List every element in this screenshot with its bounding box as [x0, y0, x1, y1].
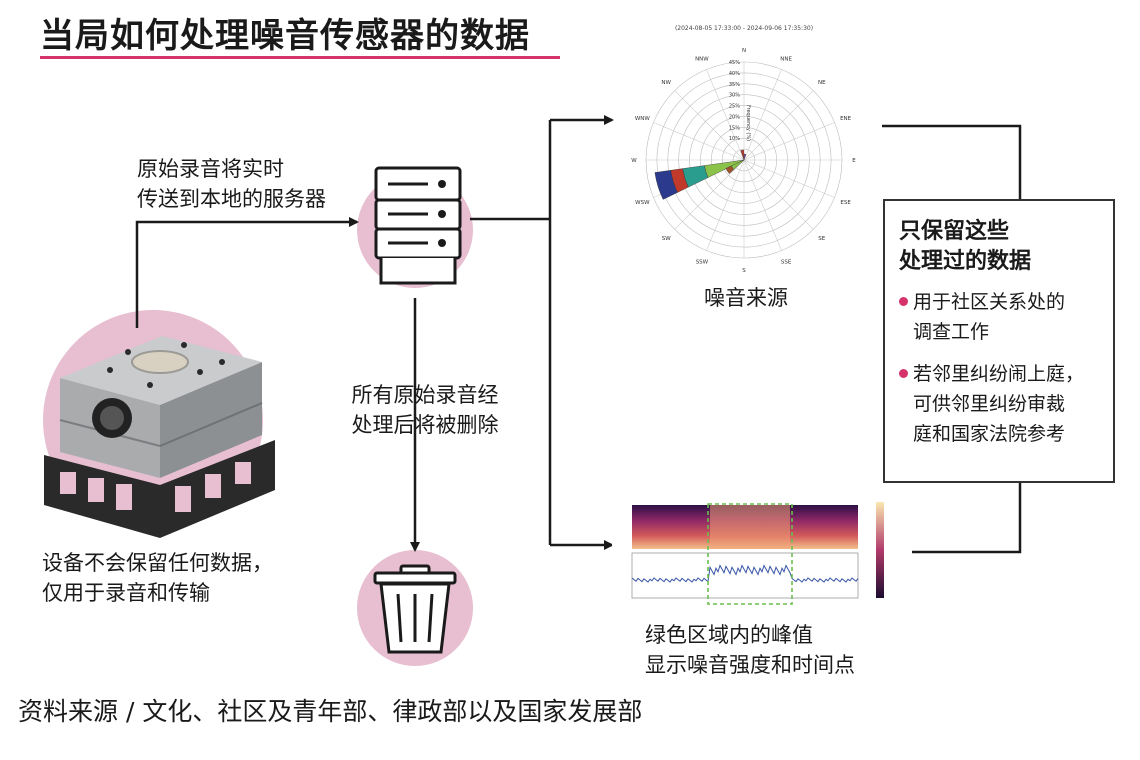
windrose-ring-label: 40% [729, 71, 740, 77]
windrose-direction-label: NNW [695, 56, 709, 62]
windrose-direction-label: S [742, 268, 746, 274]
windrose-direction-label: SSE [781, 260, 792, 266]
trash-icon [373, 564, 457, 654]
windrose-direction-label: E [852, 158, 856, 164]
noise-spectrogram-chart [612, 498, 912, 608]
windrose-ring-label: 10% [729, 136, 740, 142]
green-peak-region [707, 503, 793, 605]
spectrogram-colorbar [876, 502, 884, 598]
server-icon [374, 166, 462, 285]
windrose-spoke [653, 122, 745, 161]
windrose-ring-label: 25% [729, 104, 740, 110]
windrose-spoke [743, 159, 782, 251]
windrose-ring-label: 45% [729, 60, 740, 66]
windrose-spoke [743, 90, 814, 161]
label-device: 设备不会保留任何数据， 仅用于录音和传输 [42, 551, 273, 605]
windrose-date-range: (2024-08-05 17:33:00 - 2024-09-06 17:35:… [675, 25, 813, 32]
retained-data-title: 只保留这些 处理过的数据 [899, 219, 1032, 274]
windrose-direction-label: N [742, 48, 746, 54]
windrose-ring-label: 30% [729, 93, 740, 99]
windrose-ring-label: 20% [729, 114, 740, 120]
windrose-petal [740, 149, 745, 161]
retained-data-box: 只保留这些 处理过的数据 用于社区关系处的 调查工作 若邻里纠纷闹上庭， 可供邻… [883, 199, 1115, 483]
windrose-spoke [743, 159, 835, 198]
sensor-device-image [44, 336, 275, 538]
windrose-spoke [743, 159, 814, 230]
windrose-direction-label: SE [818, 236, 825, 242]
windrose-direction-label: W [631, 158, 637, 164]
noise-source-windrose: (2024-08-05 17:33:00 - 2024-09-06 17:35:… [631, 25, 856, 274]
windrose-spoke [706, 69, 745, 161]
label-realtime: 原始录音将实时 传送到本地的服务器 [137, 157, 326, 211]
windrose-petal [725, 165, 735, 174]
windrose-axis-label: Frequency (%) [745, 105, 751, 141]
source-credit: 资料来源 / 文化、社区及青年部、律政部以及国家发展部 [18, 697, 643, 726]
windrose-ring-label: 35% [729, 82, 740, 88]
connector-charts-to-box [882, 124, 1022, 554]
arrow-device-to-server [135, 217, 359, 328]
label-spectrogram: 绿色区域内的峰值 显示噪音强度和时间点 [645, 623, 855, 677]
windrose-spoke [674, 90, 745, 161]
windrose-direction-label: NNE [780, 56, 792, 62]
retained-item-investigation: 用于社区关系处的 调查工作 [899, 287, 1099, 347]
windrose-spoke [743, 69, 782, 161]
windrose-direction-label: SW [662, 236, 671, 242]
title-underline [40, 56, 560, 59]
windrose-direction-label: WNW [635, 116, 651, 122]
windrose-direction-label: ESE [840, 200, 851, 206]
windrose-petal [743, 153, 747, 161]
windrose-direction-label: ENE [840, 116, 852, 122]
windrose-direction-label: NW [661, 80, 671, 86]
windrose-direction-label: SSW [696, 260, 709, 266]
windrose-petal [654, 170, 678, 200]
windrose-direction-label: WSW [635, 200, 650, 206]
windrose-spoke [674, 159, 745, 230]
windrose-spoke [743, 122, 835, 161]
windrose-direction-label: NE [818, 80, 826, 86]
label-deleted: 所有原始录音经 处理后将被删除 [351, 383, 499, 437]
bullet-icon [899, 369, 908, 378]
retained-item-tribunal: 若邻里纠纷闹上庭， 可供邻里纠纷审裁 庭和国家法院参考 [899, 359, 1099, 449]
page-title: 当局如何处理噪音传感器的数据 [40, 16, 530, 56]
windrose-ring-label: 15% [729, 125, 740, 131]
arrow-server-to-charts [470, 115, 614, 550]
sound-level-line [631, 564, 859, 583]
bullet-icon [899, 297, 908, 306]
label-noise-source: 噪音来源 [704, 286, 788, 310]
windrose-spoke [706, 159, 745, 251]
